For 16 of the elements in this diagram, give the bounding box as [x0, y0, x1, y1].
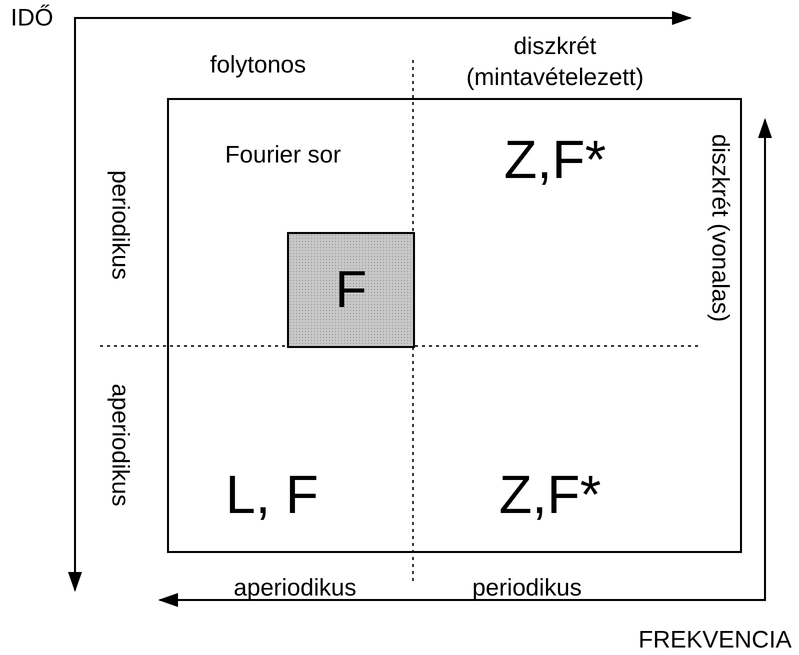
axis-label: aperiodikus [234, 573, 356, 604]
axis-label: aperiodikus [106, 384, 135, 506]
transform-symbol: Z,F* [504, 133, 606, 187]
axis-label: diszkrét (vonalas) [706, 134, 735, 322]
axis-label: IDŐ [10, 3, 54, 34]
quadrant-frame [167, 98, 742, 553]
axis-label: FREKVENCIA [638, 625, 792, 655]
axis-label: folytonos [210, 50, 306, 80]
axis-label: Fourier sor [224, 140, 342, 170]
axis-label: periodikus [106, 170, 135, 280]
axis-label: periodikus [472, 573, 582, 604]
node-label: F [335, 264, 367, 316]
shaded-box [287, 232, 415, 348]
transform-symbol: Z,F* [499, 468, 601, 522]
transform-symbol: L, F [225, 468, 319, 522]
axis-label: diszkrét (mintavételezett) [465, 32, 645, 93]
